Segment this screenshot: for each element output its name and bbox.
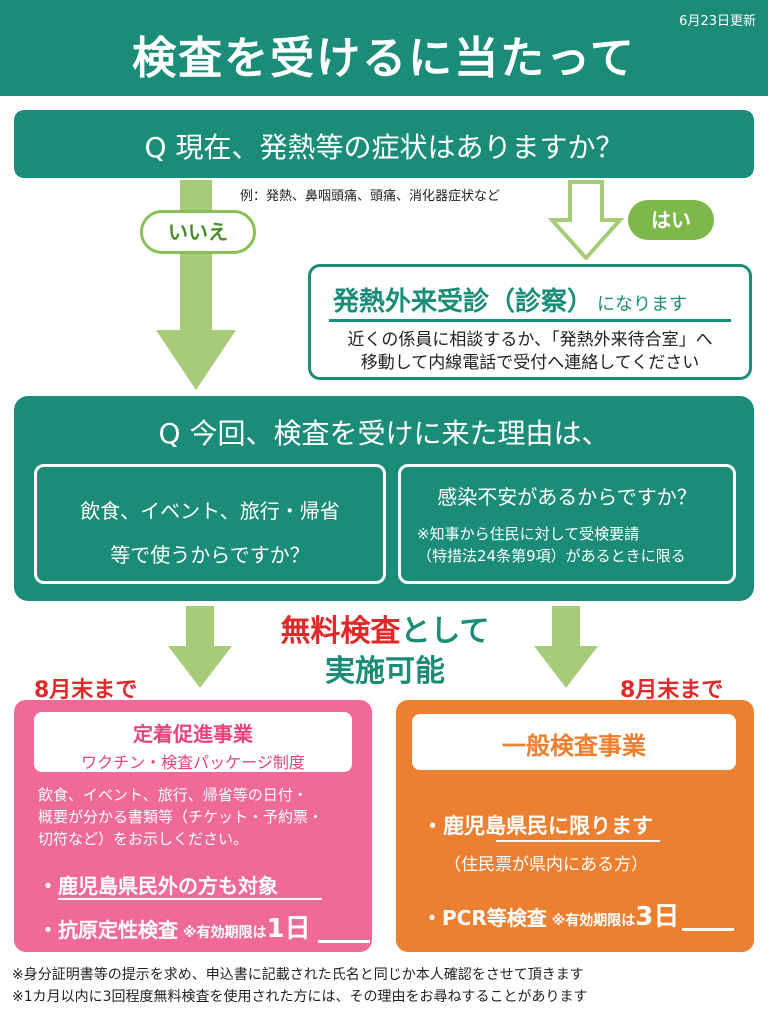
footnote-2: ※1カ月以内に3回程度無料検査を使用された方には、その理由をお尋ねすることがあり… (12, 989, 588, 1005)
update-date: 6月23日更新 (679, 14, 756, 29)
deadline-right: 8月末まで (620, 678, 724, 703)
footnotes: ※身分証明書等の提示を求め、申込書に記載された氏名と同じか本人確認をさせて頂きま… (12, 964, 760, 1008)
fever-clinic-title: 発熱外来受診（診察）になります (333, 287, 688, 317)
orange-bullet-underline (496, 840, 660, 842)
fever-clinic-title-suffix: になります (597, 294, 688, 315)
question-reason-text: Q 今回、検査を受けに来た理由は、 (158, 417, 610, 450)
reason-option-activities: 飲食、イベント、旅行・帰省 等で使うからですか？ (34, 464, 386, 584)
symptom-examples: 例：発熱、鼻咽頭痛、頭痛、消化器症状など (240, 189, 501, 204)
vaccine-package-header: 定着促進事業 ワクチン・検査パッケージ制度 (34, 712, 352, 772)
general-test-header: 一般検査事業 (412, 714, 736, 770)
reason-b-note-2: （特措法24条第9項）があるときに限る (417, 547, 686, 565)
vaccine-package-subtitle: ワクチン・検査パッケージ制度 (81, 753, 305, 772)
arrow-down-left-icon (168, 606, 232, 688)
reason-a-line-2: 等で使うからですか？ (110, 543, 310, 567)
pink-bullet-underline (58, 898, 322, 900)
question-reason: Q 今回、検査を受けに来た理由は、 飲食、イベント、旅行・帰省 等で使うからです… (14, 396, 754, 601)
pink-bullet-eligibility: ・鹿児島県民外の方も対象 (38, 874, 278, 898)
answer-yes-badge: はい (628, 200, 714, 240)
fever-desc-line-1: 近くの係員に相談するか、「発熱外来待合室」へ (347, 330, 713, 350)
fever-clinic-box: 発熱外来受診（診察）になります 近くの係員に相談するか、「発熱外来待合室」へ 移… (308, 264, 752, 380)
arrow-down-no-icon (156, 180, 236, 390)
vaccine-package-title: 定着促進事業 (133, 722, 253, 746)
orange-bullet-residents: ・鹿児島県民に限ります (422, 814, 653, 838)
vaccine-package-box: 定着促進事業 ワクチン・検査パッケージ制度 飲食、イベント、旅行、帰省等の日付・… (14, 700, 372, 952)
footnote-1: ※身分証明書等の提示を求め、申込書に記載された氏名と同じか本人確認をさせて頂きま… (12, 967, 584, 983)
general-test-title: 一般検査事業 (502, 732, 646, 760)
reason-a-line-1: 飲食、イベント、旅行・帰省 (80, 499, 340, 523)
arrow-down-yes-icon (548, 180, 624, 260)
answer-no-badge: いいえ (140, 210, 256, 254)
deadline-left: 8月末まで (34, 678, 138, 703)
fever-clinic-description: 近くの係員に相談するか、「発熱外来待合室」へ 移動して内線電話で受付へ連絡してく… (311, 329, 749, 375)
fever-clinic-underline (329, 319, 731, 322)
reason-b-title: 感染不安があるからですか？ (437, 485, 697, 509)
pink-validity-underline (318, 940, 370, 943)
pink-desc-line-1: 飲食、イベント、旅行、帰省等の日付・ (38, 786, 308, 804)
page-title: 検査を受けるに当たって (132, 33, 636, 84)
orange-bullet-test-type: ・PCR等検査 ※有効期限は3日 (422, 902, 680, 932)
question-symptoms: Q 現在、発熱等の症状はありますか？ (14, 110, 754, 178)
arrow-down-right-icon (534, 606, 598, 688)
reason-option-anxiety: 感染不安があるからですか？ ※知事から住民に対して受検要請 （特措法24条第9項… (398, 464, 736, 584)
vaccine-package-description: 飲食、イベント、旅行、帰省等の日付・ 概要が分かる書類等（チケット・予約票・ 切… (38, 784, 358, 850)
reason-b-note-1: ※知事から住民に対して受検要請 (417, 525, 640, 543)
general-test-box: 一般検査事業 ・鹿児島県民に限ります （住民票が県内にある方） ・PCR等検査 … (396, 700, 754, 952)
pink-desc-line-3: 切符など）をお示しください。 (38, 830, 249, 848)
pink-desc-line-2: 概要が分かる書類等（チケット・予約票・ (38, 808, 324, 826)
free-test-label: 無料検査として 実施可能 (240, 612, 530, 692)
free-test-red: 無料検査 (280, 614, 401, 649)
free-test-line-2: 実施可能 (325, 654, 445, 689)
fever-desc-line-2: 移動して内線電話で受付へ連絡してください (360, 353, 700, 373)
free-test-teal: として (400, 614, 490, 649)
pink-bullet-test-type: ・抗原定性検査 ※有効期限は1日 (38, 914, 311, 944)
orange-validity-underline (682, 928, 734, 931)
page-header: 検査を受けるに当たって 6月23日更新 (0, 0, 768, 96)
question-symptoms-text: Q 現在、発熱等の症状はありますか？ (144, 131, 624, 164)
orange-bullet-note: （住民票が県内にある方） (444, 855, 648, 875)
